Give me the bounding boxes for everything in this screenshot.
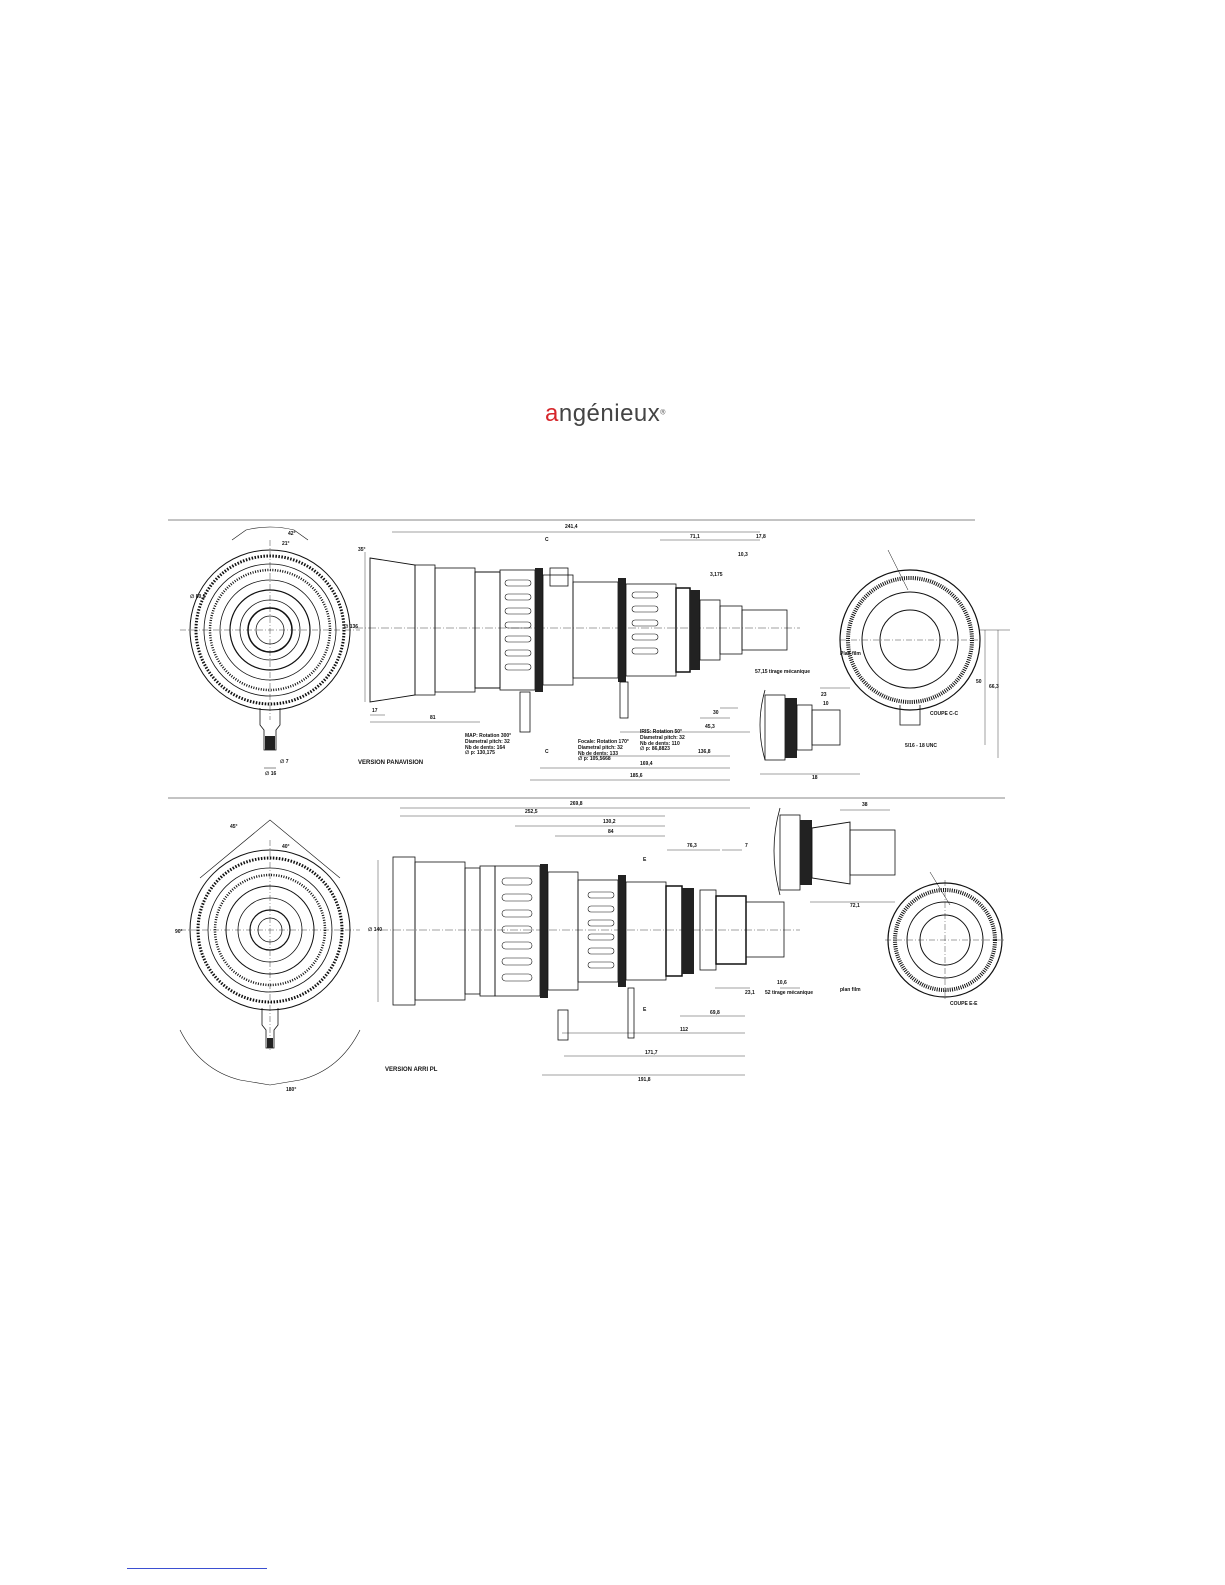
dim-17-8: 17,8: [756, 534, 766, 540]
panavision-mount-detail: [759, 687, 860, 775]
note-map: MAP: Rotation 300° Diametral pitch: 32 N…: [465, 733, 512, 757]
section-cc: COUPE C-C: [930, 711, 959, 717]
dim-169-4: 169,4: [640, 761, 653, 767]
note-focale: Focale: Rotation 170° Diametral pitch: 3…: [578, 739, 629, 763]
dim-72-1: 72,1: [850, 903, 860, 909]
dim-23-1: 23,1: [745, 990, 755, 996]
dim-171-7: 171,7: [645, 1050, 658, 1056]
dim-30: 30: [713, 710, 719, 716]
dim-diameter-140: ∅ 140: [368, 927, 383, 933]
registered-mark: ®: [660, 409, 666, 417]
arri-mount-detail: [773, 807, 896, 903]
dim-diameter-80: ∅ 80,5: [190, 594, 206, 600]
dim-17: 17: [372, 708, 378, 714]
logo-rest: ngénieux: [558, 400, 661, 427]
angle-90: 90°: [175, 929, 183, 935]
flange-pana: 57,15 tirage mécanique: [755, 669, 811, 675]
panavision-title: VERSION PANAVISION: [358, 760, 424, 766]
dim-84: 84: [608, 829, 614, 835]
dim-10-3: 10,3: [738, 552, 748, 558]
technical-drawing: [168, 519, 1010, 1086]
plan-film-arri: plan film: [840, 987, 861, 993]
mark-e-2: E: [643, 857, 647, 863]
dim-10-6: 10,6: [777, 980, 787, 986]
angle-40: 40°: [282, 844, 290, 850]
dim-66-3: 66,3: [989, 684, 999, 690]
dim-130-2: 130,2: [603, 819, 616, 825]
dim-50: 50: [976, 679, 982, 685]
arri-side-view: [377, 807, 800, 1076]
dim-69-8: 69,8: [710, 1010, 720, 1016]
panavision-section-view: [839, 549, 1010, 758]
mark-c-1: C: [545, 537, 549, 543]
dim-185-6: 185,6: [630, 773, 643, 779]
dim-112: 112: [680, 1027, 689, 1033]
dim-23: 23: [821, 692, 827, 698]
panavision-side-view: [355, 531, 800, 781]
mark-c-2: C: [545, 749, 549, 755]
angenieux-logo: angénieux®: [545, 400, 675, 436]
footer-link-underline[interactable]: [127, 1568, 267, 1569]
plan-film-pana: Plan film: [840, 651, 861, 657]
angle-42: 42°: [288, 531, 296, 537]
angle-180: 180°: [286, 1087, 297, 1093]
dim-76-3: 76,3: [687, 843, 697, 849]
angle-21: 21°: [282, 541, 290, 547]
dim-diameter-7: ∅ 7: [280, 759, 289, 765]
mark-e-1: E: [643, 1007, 647, 1013]
arri-section-view: [885, 871, 1005, 1000]
dim-252-5: 252,5: [525, 809, 538, 815]
note-iris: IRIS: Rotation 50° Diametral pitch: 32 N…: [640, 729, 685, 753]
arri-front-view: [179, 819, 361, 1086]
thread-pana: 5/16 - 18 UNC: [905, 743, 937, 749]
dim-overall-pana: 241,4: [565, 524, 578, 530]
dim-diameter-136: ∅ 136: [344, 624, 359, 630]
dim-18: 18: [812, 775, 818, 781]
technical-drawing-sheet: VERSION PANAVISION 241,4 71,1 17,8 10,3 …: [160, 510, 1020, 1110]
dim-diameter-16: ∅ 16: [265, 771, 277, 777]
dim-71-1: 71,1: [690, 534, 700, 540]
angle-35: 35°: [358, 547, 366, 553]
dim-269-8: 269,8: [570, 801, 583, 807]
dim-191-8: 191,8: [638, 1077, 651, 1083]
section-ee: COUPE E-E: [950, 1001, 978, 1007]
dim-10: 10: [823, 701, 829, 707]
angle-45: 45°: [230, 824, 238, 830]
dim-45-3: 45,3: [705, 724, 715, 730]
dim-136-8: 136,8: [698, 749, 711, 755]
dim-81: 81: [430, 715, 436, 721]
dim-7: 7: [745, 843, 748, 849]
dim-38: 38: [862, 802, 868, 808]
arri-title: VERSION ARRI PL: [385, 1067, 438, 1073]
flange-arri: 52 tirage mécanique: [765, 990, 814, 996]
dim-3-175: 3,175: [710, 572, 723, 578]
logo-accent: a: [545, 400, 559, 427]
panavision-front-view: [180, 526, 360, 769]
